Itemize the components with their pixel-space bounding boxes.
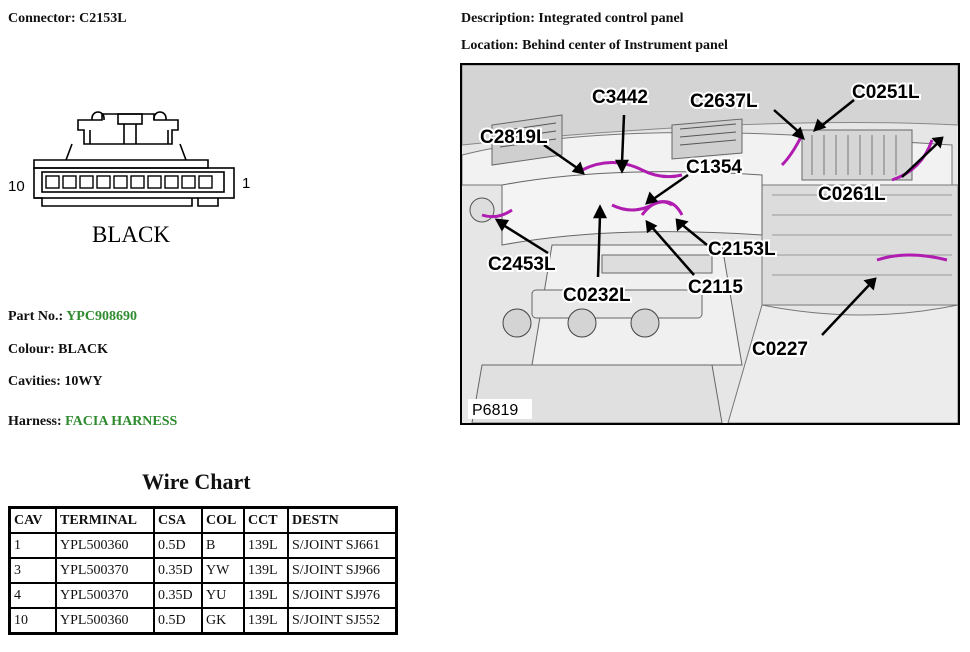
cell-col: YW	[201, 557, 245, 584]
description-value: Integrated control panel	[538, 11, 684, 26]
connector-label-row: Connector: C2153L	[8, 11, 127, 27]
col-header-destn: DESTN	[287, 506, 398, 534]
cell-destn: S/JOINT SJ661	[287, 532, 398, 559]
harness-row: Harness: FACIA HARNESS	[8, 414, 177, 430]
cell-destn: S/JOINT SJ552	[287, 607, 398, 635]
callout-c0261l: C0261L	[818, 184, 886, 205]
table-row: 3 YPL500370 0.35D YW 139L S/JOINT SJ966	[8, 557, 398, 584]
cell-csa: 0.35D	[153, 582, 203, 609]
callout-c1354: C1354	[686, 157, 742, 178]
cavities-value: 10WY	[64, 374, 103, 389]
cell-col: B	[201, 532, 245, 559]
colour-value: BLACK	[58, 342, 108, 357]
table-row: 4 YPL500370 0.35D YU 139L S/JOINT SJ976	[8, 582, 398, 609]
location-value: Behind center of Instrument panel	[522, 38, 728, 53]
callout-c3442: C3442	[592, 87, 648, 108]
location-illustration: C3442 C2637L C0251L C2819L C1354 C0261L …	[460, 63, 960, 425]
callout-c0232l: C0232L	[563, 285, 631, 306]
cavity-row	[45, 175, 213, 189]
picture-code: P6819	[472, 402, 518, 419]
callout-c2453l: C2453L	[488, 254, 556, 275]
callout-c2637l: C2637L	[690, 91, 758, 112]
col-header-csa: CSA	[153, 506, 203, 534]
col-header-terminal: TERMINAL	[55, 506, 155, 534]
connector-label: Connector:	[8, 11, 76, 26]
part-number-link[interactable]: YPC908690	[66, 309, 137, 324]
description-row: Description: Integrated control panel	[461, 11, 684, 27]
harness-link[interactable]: FACIA HARNESS	[65, 414, 178, 429]
cell-terminal: YPL500360	[55, 607, 155, 635]
callout-c2115: C2115	[688, 277, 743, 298]
cell-cct: 139L	[243, 532, 289, 559]
cell-terminal: YPL500370	[55, 582, 155, 609]
callout-c0227: C0227	[752, 339, 808, 360]
cell-destn: S/JOINT SJ966	[287, 557, 398, 584]
callout-c0251l: C0251L	[852, 82, 920, 103]
cell-cct: 139L	[243, 607, 289, 635]
callout-c2153l: C2153L	[708, 239, 776, 260]
cell-cav: 10	[8, 607, 57, 635]
cavities-row: Cavities: 10WY	[8, 374, 103, 390]
description-label: Description:	[461, 11, 535, 26]
part-row: Part No.: YPC908690	[8, 309, 137, 325]
location-label: Location:	[461, 38, 519, 53]
dashboard-illustration: C3442 C2637L C0251L C2819L C1354 C0261L …	[462, 65, 958, 423]
cell-csa: 0.35D	[153, 557, 203, 584]
harness-label: Harness:	[8, 414, 62, 429]
cavities-label: Cavities:	[8, 374, 61, 389]
wire-chart-table: CAV TERMINAL CSA COL CCT DESTN 1 YPL5003…	[8, 506, 398, 635]
cell-cav: 4	[8, 582, 57, 609]
pin-1-label: 1	[242, 175, 250, 192]
col-header-cct: CCT	[243, 506, 289, 534]
cell-csa: 0.5D	[153, 607, 203, 635]
cell-destn: S/JOINT SJ976	[287, 582, 398, 609]
part-label: Part No.:	[8, 309, 64, 324]
cell-terminal: YPL500370	[55, 557, 155, 584]
cell-csa: 0.5D	[153, 532, 203, 559]
wire-chart-title: Wire Chart	[142, 469, 251, 494]
table-row: 1 YPL500360 0.5D B 139L S/JOINT SJ661	[8, 532, 398, 559]
table-row: 10 YPL500360 0.5D GK 139L S/JOINT SJ552	[8, 607, 398, 635]
cell-cav: 3	[8, 557, 57, 584]
col-header-cav: CAV	[8, 506, 57, 534]
connector-face-drawing: 10 1 BLACK	[8, 111, 250, 247]
colour-row: Colour: BLACK	[8, 342, 108, 358]
cell-terminal: YPL500360	[55, 532, 155, 559]
cell-cav: 1	[8, 532, 57, 559]
table-header-row: CAV TERMINAL CSA COL CCT DESTN	[8, 506, 398, 534]
cell-col: GK	[201, 607, 245, 635]
cell-cct: 139L	[243, 582, 289, 609]
col-header-col: COL	[201, 506, 245, 534]
cell-col: YU	[201, 582, 245, 609]
connector-color-text: BLACK	[92, 222, 170, 247]
location-row: Location: Behind center of Instrument pa…	[461, 38, 728, 54]
callout-c2819l: C2819L	[480, 127, 548, 148]
connector-value: C2153L	[79, 11, 127, 26]
colour-label: Colour:	[8, 342, 55, 357]
cell-cct: 139L	[243, 557, 289, 584]
pin-10-label: 10	[8, 178, 25, 195]
